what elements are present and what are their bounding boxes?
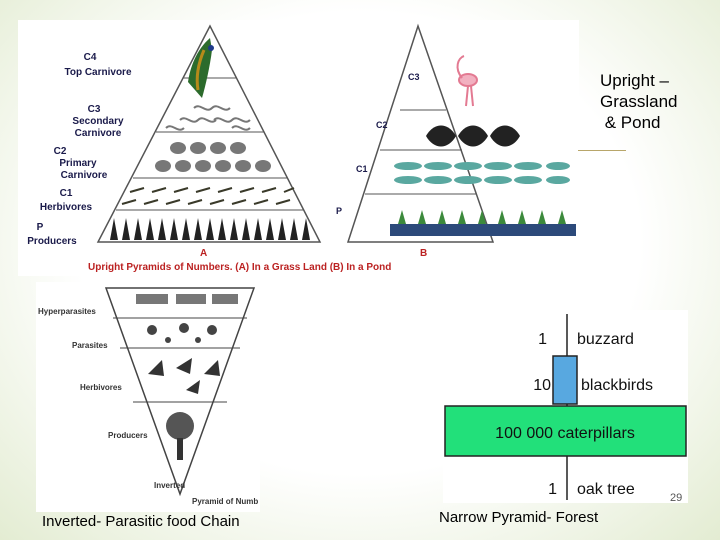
grassland-label-carnivore: Carnivore [75, 128, 122, 139]
caption-inverted: Inverted- Parasitic food Chain [42, 513, 240, 530]
inverted-pyramid [106, 288, 254, 494]
upright-figure-caption: Upright Pyramids of Numbers. (A) In a Gr… [88, 262, 391, 273]
upright-pyramids-figure: C4 Top Carnivore C3 Secondary Carnivore … [18, 20, 579, 276]
narrow-pyramid-svg: 1 buzzard 10 blackbirds 100 000 caterpil… [443, 310, 688, 503]
large-fish-icons [426, 126, 520, 147]
narrow-label-buzzard: buzzard [577, 331, 634, 348]
caption-narrow: Narrow Pyramid- Forest [439, 509, 598, 526]
grassland-code-c1: C1 [60, 188, 73, 199]
grassland-code-p: P [37, 222, 44, 233]
grassland-label-top-carnivore: Top Carnivore [64, 67, 131, 78]
aquatic-plant-icons [390, 224, 576, 236]
caption-upright-line-2: Grassland [600, 91, 677, 112]
page-number: 29 [670, 492, 682, 504]
narrow-count-oak-tree: 1 [548, 481, 557, 498]
hyperparasite-icons [136, 294, 238, 304]
narrow-pyramid-figure: 1 buzzard 10 blackbirds 100 000 caterpil… [443, 310, 688, 503]
caption-upright-line-3: & Pond [600, 112, 677, 133]
narrow-count-buzzard: 1 [538, 331, 547, 348]
narrow-label-caterpillars: 100 000 caterpillars [495, 425, 635, 442]
inverted-pyramid-svg: Hyperparasites Parasites Herbivores Prod… [36, 282, 260, 512]
narrow-count-blackbirds: 10 [533, 377, 551, 394]
inverted-label-parasites: Parasites [72, 341, 108, 350]
caption-underline [578, 150, 626, 151]
inverted-label-hyperparasites: Hyperparasites [38, 307, 96, 316]
inverted-label-herbivores: Herbivores [80, 383, 122, 392]
pond-code-p: P [336, 206, 342, 216]
narrow-label-blackbirds: blackbirds [581, 377, 653, 394]
inverted-pyramid-figure: Hyperparasites Parasites Herbivores Prod… [36, 282, 260, 512]
grassland-label-carnivore-2: Carnivore [61, 170, 108, 181]
pond-code-c2: C2 [376, 120, 388, 130]
pond-code-c1: C1 [356, 164, 368, 174]
grassland-label-producers: Producers [27, 236, 77, 247]
upright-pyramids-svg: C4 Top Carnivore C3 Secondary Carnivore … [18, 20, 579, 276]
inverted-label-producers: Producers [108, 431, 148, 440]
flamingo-icon [458, 56, 477, 106]
inverted-label-bottom: Inverted [154, 481, 185, 490]
narrow-label-oak-tree: oak tree [577, 481, 635, 498]
grassland-label-secondary: Secondary [72, 116, 124, 127]
label-b: B [420, 248, 427, 259]
label-a: A [200, 248, 207, 259]
grassland-code-c4: C4 [84, 52, 97, 63]
grassland-label-herbivores: Herbivores [40, 202, 93, 213]
grassland-code-c3: C3 [88, 104, 101, 115]
blackbird-bar [553, 356, 577, 404]
inverted-label-corner: Pyramid of Numb [192, 497, 258, 506]
caption-upright: Upright – Grassland & Pond [600, 70, 677, 133]
grassland-label-primary: Primary [59, 158, 97, 169]
pond-code-c3: C3 [408, 72, 420, 82]
grassland-code-c2: C2 [54, 146, 67, 157]
caption-upright-line-1: Upright – [600, 70, 677, 91]
